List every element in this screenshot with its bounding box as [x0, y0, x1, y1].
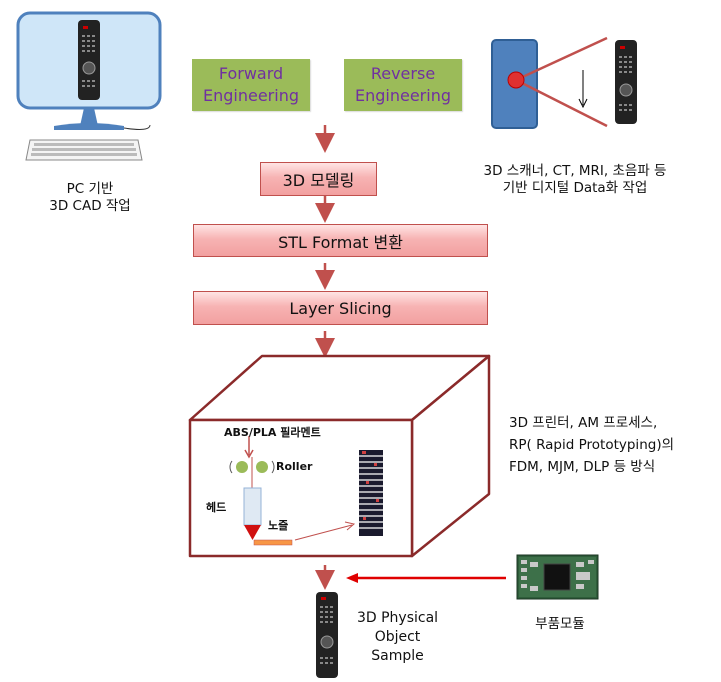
stl-label: STL Format 변환: [278, 232, 403, 252]
output-caption-line1: 3D Physical: [356, 610, 439, 626]
stl-format-box: STL Format 변환: [193, 224, 488, 257]
forward-label-line2: Engineering: [203, 86, 299, 105]
printer-caption-line2: RP( Rapid Prototyping)의: [509, 437, 675, 453]
printer-caption: 3D 프린터, AM 프로세스, RP( Rapid Prototyping)의…: [509, 412, 709, 478]
roller-label: Roller: [276, 460, 313, 473]
nozzle-label: 노즐: [268, 519, 289, 532]
output-caption: 3D Physical Object Sample: [345, 609, 450, 666]
filament-label: ABS/PLA 필라멘트: [224, 426, 321, 439]
reverse-label-line1: Reverse: [370, 64, 436, 83]
modeling-label: 3D 모델링: [282, 171, 355, 190]
output-caption-line3: Sample: [371, 648, 424, 664]
scanner-caption: 3D 스캐너, CT, MRI, 초음파 등 기반 디지털 Data화 작업: [465, 163, 685, 197]
roller-icon: [229, 460, 275, 474]
pc-caption-line1: PC 기반: [66, 181, 114, 197]
printer-caption-line1: 3D 프린터, AM 프로세스,: [509, 415, 658, 431]
scanner-illustration: [485, 30, 655, 140]
modeling-box: 3D 모델링: [260, 162, 377, 196]
sliced-layers-icon: [359, 450, 383, 536]
build-plate: [253, 539, 293, 546]
forward-label-line1: Forward: [218, 64, 284, 83]
parts-module-illustration: [516, 554, 599, 600]
scanner-caption-line2: 기반 디지털 Data화 작업: [502, 180, 648, 196]
reverse-label-line2: Engineering: [355, 86, 451, 105]
layer-slicing-box: Layer Slicing: [193, 291, 488, 325]
scanner-caption-line1: 3D 스캐너, CT, MRI, 초음파 등: [483, 163, 667, 179]
slicing-label: Layer Slicing: [289, 298, 392, 318]
reverse-engineering-box: Reverse Engineering: [344, 59, 462, 111]
pc-caption: PC 기반 3D CAD 작업: [30, 181, 150, 215]
pc-monitor-illustration: [0, 0, 180, 170]
pc-caption-line2: 3D CAD 작업: [49, 198, 131, 214]
parts-caption: 부품모듈: [535, 616, 585, 632]
output-remote-illustration: [313, 592, 341, 678]
head-label: 헤드: [206, 501, 227, 514]
output-caption-line2: Object: [374, 629, 421, 645]
nozzle-icon: [244, 525, 261, 540]
forward-engineering-box: Forward Engineering: [192, 59, 310, 111]
printer-caption-line3: FDM, MJM, DLP 등 방식: [509, 459, 656, 475]
